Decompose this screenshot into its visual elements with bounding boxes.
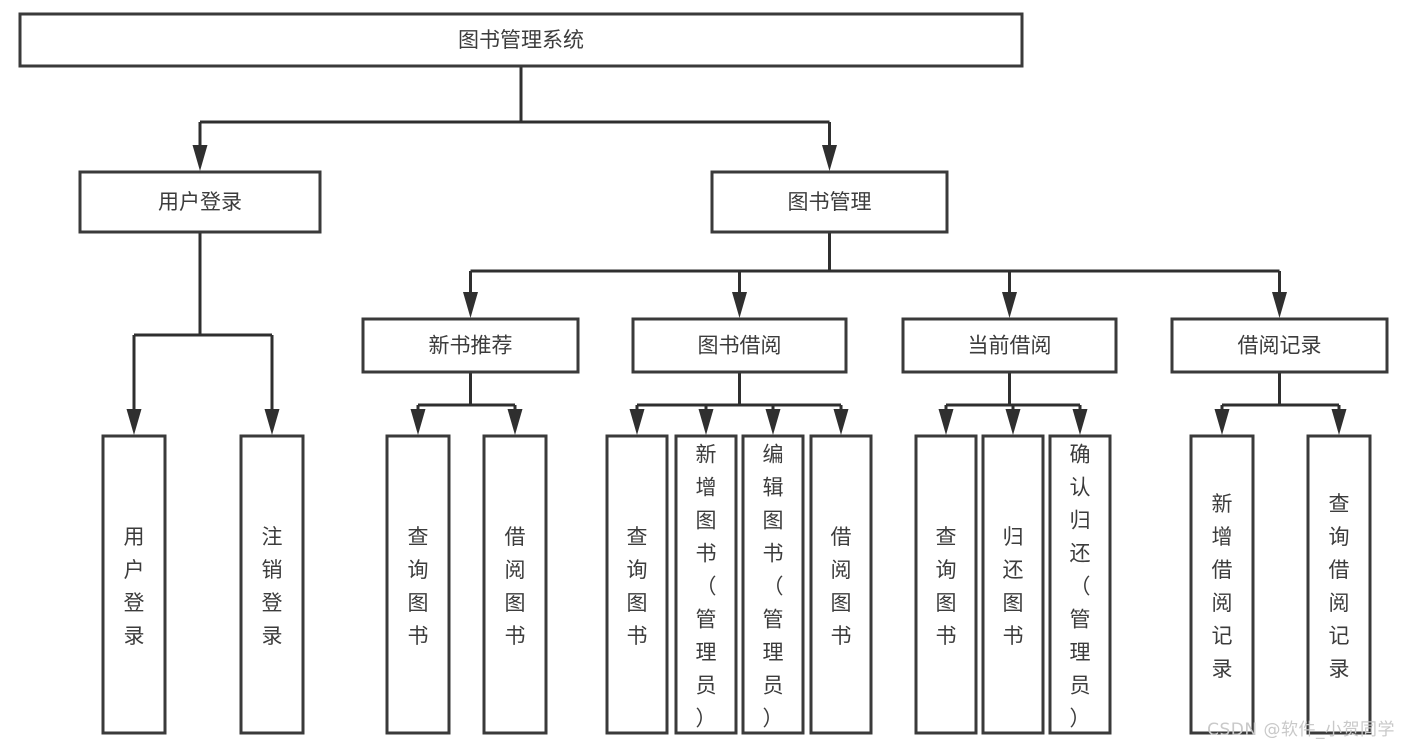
connector-c-user-login-bus <box>126 232 280 435</box>
node-box-l-query-book-3[interactable] <box>914 434 978 735</box>
node-box-l-confirm-return[interactable] <box>1048 434 1112 735</box>
node-box-l-borrow-book-2[interactable] <box>809 434 873 735</box>
node-n-borrow-record[interactable]: 借阅记录 <box>1170 317 1389 374</box>
node-label-n-borrow-record: 借阅记录 <box>1238 334 1322 358</box>
node-box-n-user-login[interactable] <box>78 170 322 234</box>
node-l-user-logout[interactable]: 注销登录 <box>239 434 305 735</box>
node-label-n-user-login: 用户登录 <box>158 190 242 214</box>
node-layer: 图书管理系统用户登录图书管理新书推荐图书借阅当前借阅借阅记录用户登录注销登录查询… <box>18 12 1389 735</box>
node-l-confirm-return[interactable]: 确认归还（管理员） <box>1048 434 1112 735</box>
node-box-n-new-book-rec[interactable] <box>361 317 580 374</box>
node-box-n-book-manage[interactable] <box>710 170 949 234</box>
node-box-l-add-record[interactable] <box>1189 434 1255 735</box>
node-box-l-query-record[interactable] <box>1306 434 1372 735</box>
node-box-n-current-borrow[interactable] <box>901 317 1118 374</box>
node-box-n-borrow-record[interactable] <box>1170 317 1389 374</box>
node-l-add-record[interactable]: 新增借阅记录 <box>1189 434 1255 735</box>
node-label-l-query-record: 查询借阅记录 <box>1329 492 1350 681</box>
node-label-n-new-book-rec: 新书推荐 <box>429 334 513 358</box>
node-l-query-book-2[interactable]: 查询图书 <box>605 434 669 735</box>
node-label-n-book-manage: 图书管理 <box>788 190 872 214</box>
node-box-root[interactable] <box>18 12 1024 68</box>
node-label-l-return-book: 归还图书 <box>1003 525 1024 648</box>
node-label-l-query-book-2: 查询图书 <box>627 525 648 648</box>
node-l-edit-book[interactable]: 编辑图书（管理员） <box>741 434 805 735</box>
node-box-l-edit-book[interactable] <box>741 434 805 735</box>
node-label-l-user-login: 用户登录 <box>124 525 145 648</box>
node-label-l-edit-book: 编辑图书（管理员） <box>763 443 784 731</box>
node-box-l-query-book-2[interactable] <box>605 434 669 735</box>
node-box-l-add-book[interactable] <box>674 434 738 735</box>
node-box-l-user-logout[interactable] <box>239 434 305 735</box>
node-label-l-add-record: 新增借阅记录 <box>1212 492 1233 681</box>
node-l-return-book[interactable]: 归还图书 <box>981 434 1045 735</box>
connector-c-borrow-record-bus <box>1214 372 1347 435</box>
node-label-l-borrow-book-1: 借阅图书 <box>505 525 526 648</box>
connector-c-current-borrow-bus <box>938 372 1088 435</box>
node-l-query-record[interactable]: 查询借阅记录 <box>1306 434 1372 735</box>
node-root[interactable]: 图书管理系统 <box>18 12 1024 68</box>
connector-c-book-manage-bus <box>463 232 1287 318</box>
node-label-root: 图书管理系统 <box>458 28 584 52</box>
node-l-add-book[interactable]: 新增图书（管理员） <box>674 434 738 735</box>
node-l-user-login[interactable]: 用户登录 <box>101 434 167 735</box>
connector-c-new-book-rec-bus <box>410 372 523 435</box>
node-label-l-confirm-return: 确认归还（管理员） <box>1070 443 1091 731</box>
node-label-l-add-book: 新增图书（管理员） <box>696 443 717 731</box>
node-n-current-borrow[interactable]: 当前借阅 <box>901 317 1118 374</box>
node-box-l-query-book-1[interactable] <box>385 434 451 735</box>
node-n-user-login[interactable]: 用户登录 <box>78 170 322 234</box>
node-box-l-borrow-book-1[interactable] <box>482 434 548 735</box>
node-n-book-borrow[interactable]: 图书借阅 <box>631 317 848 374</box>
node-label-n-current-borrow: 当前借阅 <box>968 334 1052 358</box>
node-l-query-book-1[interactable]: 查询图书 <box>385 434 451 735</box>
node-label-n-book-borrow: 图书借阅 <box>698 334 782 358</box>
connector-c-book-borrow-bus <box>629 372 849 435</box>
node-label-l-user-logout: 注销登录 <box>262 525 283 648</box>
node-box-l-user-login[interactable] <box>101 434 167 735</box>
node-box-n-book-borrow[interactable] <box>631 317 848 374</box>
node-l-query-book-3[interactable]: 查询图书 <box>914 434 978 735</box>
node-label-l-query-book-1: 查询图书 <box>408 525 429 648</box>
node-l-borrow-book-2[interactable]: 借阅图书 <box>809 434 873 735</box>
node-label-l-query-book-3: 查询图书 <box>936 525 957 648</box>
node-n-book-manage[interactable]: 图书管理 <box>710 170 949 234</box>
node-n-new-book-rec[interactable]: 新书推荐 <box>361 317 580 374</box>
node-l-borrow-book-1[interactable]: 借阅图书 <box>482 434 548 735</box>
connector-c-root-bus <box>192 66 837 171</box>
watermark-label: CSDN @软件_小贺同学 <box>1207 720 1395 740</box>
node-box-l-return-book[interactable] <box>981 434 1045 735</box>
connector-layer <box>126 66 1347 435</box>
node-label-l-borrow-book-2: 借阅图书 <box>831 525 852 648</box>
